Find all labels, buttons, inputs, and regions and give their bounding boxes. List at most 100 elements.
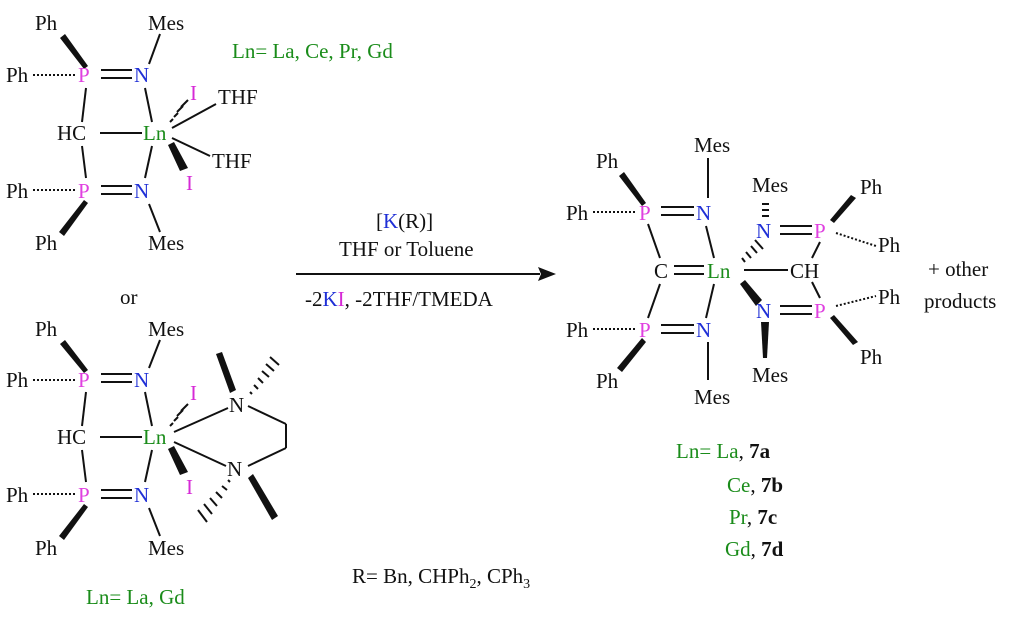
bond-n-ln [144, 391, 153, 427]
ph-label: Ph [566, 201, 589, 225]
n-atom: N [134, 483, 149, 507]
ph-label: Ph [35, 11, 58, 35]
bond-c-p [647, 283, 661, 319]
p-atom: P [78, 63, 90, 87]
wedge-bond [59, 200, 88, 236]
ph-label: Ph [878, 285, 901, 309]
or-label: or [120, 285, 138, 309]
ph-label: Ph [860, 345, 883, 369]
ph-label: Ph [596, 149, 619, 173]
n-atom: N [756, 219, 771, 243]
hashed-bond-ln-i [169, 403, 189, 427]
hc-label: HC [57, 121, 86, 145]
n-atom: N [134, 368, 149, 392]
wedge-bond [830, 315, 858, 345]
ph-label: Ph [35, 317, 58, 341]
bond-c-p [81, 449, 87, 483]
bond-ln-thf [171, 137, 211, 157]
mes-label: Mes [694, 385, 730, 409]
bond-ln-n [705, 283, 715, 319]
c-atom: C [654, 259, 668, 283]
ph-label: Ph [878, 233, 901, 257]
hashed-methyl [197, 479, 231, 523]
ph-label: Ph [6, 179, 29, 203]
ln-atom: Ln [143, 121, 167, 145]
n-atom: N [756, 299, 771, 323]
bond-p-ph [835, 295, 877, 307]
mes-label: Mes [752, 363, 788, 387]
bond-p-c [647, 223, 661, 259]
bond-n-ln [705, 225, 715, 259]
reagent-line-2: THF or Toluene [339, 237, 474, 261]
ln-atom: Ln [143, 425, 167, 449]
i-atom: I [190, 81, 197, 105]
reaction-arrow-group: [K(R)] THF or Toluene -2KI, -2THF/TMEDA [296, 209, 556, 311]
ch-label: CH [790, 259, 819, 283]
p-atom: P [78, 179, 90, 203]
ph-label: Ph [566, 318, 589, 342]
ph-label: Ph [6, 483, 29, 507]
ph-label: Ph [6, 368, 29, 392]
i-atom: I [190, 381, 197, 405]
bond-ch-p [811, 281, 821, 299]
wedge-bond-n-mes [761, 322, 769, 358]
p-atom: P [814, 219, 826, 243]
thf-label: THF [212, 149, 252, 173]
product-ln-item: Ce, 7b [727, 473, 783, 497]
wedge-bond [830, 195, 856, 223]
i-atom: I [186, 475, 193, 499]
tmeda-backbone [247, 447, 287, 467]
wedge-bond [619, 172, 646, 206]
bond-ln-n [144, 145, 153, 179]
hashed-methyl [249, 356, 280, 395]
hc-label: HC [57, 425, 86, 449]
n-atom: N [696, 201, 711, 225]
bond-p-c [81, 87, 87, 123]
mes-label: Mes [148, 231, 184, 255]
bond-ch-p [811, 241, 821, 259]
top-ln-caption: Ln= La, Ce, Pr, Gd [232, 39, 393, 63]
bottom-ln-caption: Ln= La, Gd [86, 585, 185, 609]
product-ln-item: Gd, 7d [725, 537, 784, 561]
reagent-line-1: [K(R)] [376, 209, 433, 233]
n-atom: N [696, 318, 711, 342]
n-atom: N [227, 457, 242, 481]
ph-label: Ph [596, 369, 619, 393]
wedge-methyl [248, 474, 278, 520]
wedge-bond-ln-i [168, 446, 188, 475]
n-atom: N [134, 63, 149, 87]
ph-label: Ph [6, 63, 29, 87]
ln-atom: Ln [707, 259, 731, 283]
ph-label: Ph [860, 175, 883, 199]
reagent-line-3: -2KI, -2THF/TMEDA [305, 287, 494, 311]
product-ln-list: Ln= La, 7a Ce, 7b Pr, 7c Gd, 7d [676, 439, 784, 561]
mes-label: Mes [148, 317, 184, 341]
n-atom: N [134, 179, 149, 203]
wedge-bond [59, 504, 88, 540]
bond-n-ln [144, 87, 153, 123]
bond-p-c [81, 391, 87, 427]
bond-n-mes [148, 507, 161, 537]
mes-label: Mes [148, 11, 184, 35]
tmeda-backbone [247, 405, 287, 425]
ph-label: Ph [35, 231, 58, 255]
mes-label: Mes [694, 133, 730, 157]
product-ln-item: Pr, 7c [729, 505, 777, 529]
ph-label: Ph [35, 536, 58, 560]
bond-p-ph [835, 232, 877, 247]
wedge-bond-ln-n [740, 280, 762, 306]
reactant-thf-complex: Ph Ph P N Mes HC Ln I THF THF I Ph P N P… [6, 11, 393, 255]
wedge-bond [60, 34, 88, 69]
hashed-bond-ln-i [169, 99, 189, 123]
other-products-line-1: + other [928, 257, 988, 281]
wedge-bond-ln-i [168, 142, 188, 171]
mes-label: Mes [752, 173, 788, 197]
wedge-bond [60, 340, 88, 373]
bond-ln-thf [171, 103, 217, 129]
bond-ln-n [173, 407, 229, 433]
reactant-tmeda-complex: Ph Ph P N Mes HC Ln I I N N Ph P N Ph Me… [6, 317, 287, 609]
product-complex: Ph Mes Ph P N C Ln CH Ph P N Ph Mes Mes … [566, 133, 901, 409]
n-atom: N [229, 393, 244, 417]
bond-n-mes [148, 203, 161, 233]
